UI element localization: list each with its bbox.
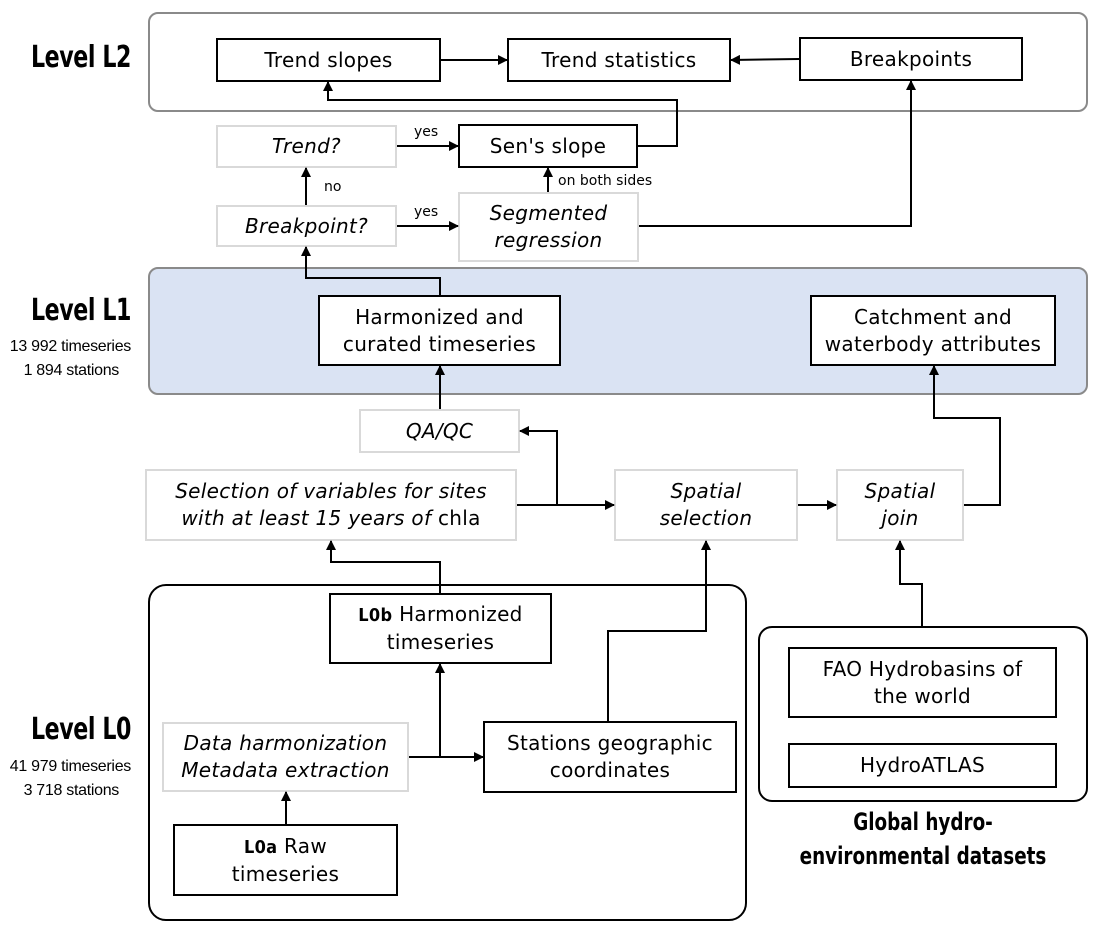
level-l0-title: Level L0: [30, 712, 131, 747]
arrow-harmonization-to-l0b: [409, 663, 445, 758]
arrow-harmonized-to-breakpoint: [301, 246, 441, 295]
l0a-tag: L0a: [243, 836, 278, 858]
trend-no-label: no: [324, 179, 342, 195]
fao-hydrobasins-node: FAO Hydrobasins of the world: [788, 647, 1057, 718]
level-l1-title: Level L1: [30, 293, 131, 328]
hydroatlas-node: HydroATLAS: [788, 743, 1057, 788]
arrow-sens-slope-to-trend-slopes: [323, 81, 678, 147]
level-l1-timeseries: 13 992 timeseries: [9, 338, 132, 355]
segmented-regression-node: Segmented regression: [458, 192, 639, 262]
l0b-tag: L0b: [358, 605, 393, 626]
spatial-selection-node: Spatial selection: [614, 469, 798, 541]
level-l0-timeseries: 41 979 timeseries: [9, 758, 132, 775]
selection-variables-node: Selection of variables for sites with at…: [145, 469, 517, 541]
level-l0-stations: 3 718 stations: [23, 782, 120, 799]
harmonized-curated-node: Harmonized and curated timeseries: [318, 295, 561, 366]
on-both-sides-label: on both sides: [558, 173, 653, 189]
arrow-global-to-spatial-join: [895, 540, 923, 626]
l0b-harmonized-node: L0b Harmonized timeseries: [329, 593, 552, 664]
arrow-segmented-to-breakpoints: [639, 80, 916, 227]
global-datasets-title: Global hydro- environmental datasets: [799, 808, 1047, 870]
breakpoint-yes-label: yes: [414, 204, 439, 220]
breakpoints-node: Breakpoints: [799, 37, 1023, 81]
selection-variables-text: Selection of variables for sites with at…: [175, 479, 487, 530]
l0b-text: Harmonized timeseries: [386, 602, 523, 654]
l0a-text: Raw timeseries: [231, 833, 340, 886]
arrow-stations-to-spatial-selection: [607, 540, 711, 721]
stations-coordinates-node: Stations geographic coordinates: [483, 721, 737, 793]
trend-statistics-node: Trend statistics: [507, 38, 731, 82]
level-l1-stations: 1 894 stations: [23, 362, 120, 379]
arrow-selection-to-qaqc: [517, 426, 558, 506]
arrow-l0b-to-selection: [326, 540, 441, 593]
l0a-raw-node: L0a Raw timeseries: [173, 824, 398, 896]
breakpoint-decision-node: Breakpoint?: [216, 205, 397, 247]
arrow-breakpoints-to-statistics: [730, 54, 800, 65]
qaqc-node: QA/QC: [359, 409, 520, 453]
trend-slopes-node: Trend slopes: [216, 38, 441, 82]
level-l2-title: Level L2: [30, 40, 131, 75]
trend-yes-label: yes: [414, 124, 439, 140]
selection-variables-chla: chla: [437, 506, 481, 530]
data-harmonization-node: Data harmonization Metadata extraction: [162, 722, 409, 792]
arrow-join-to-catchment: [929, 365, 1001, 506]
spatial-join-node: Spatial join: [836, 469, 964, 541]
